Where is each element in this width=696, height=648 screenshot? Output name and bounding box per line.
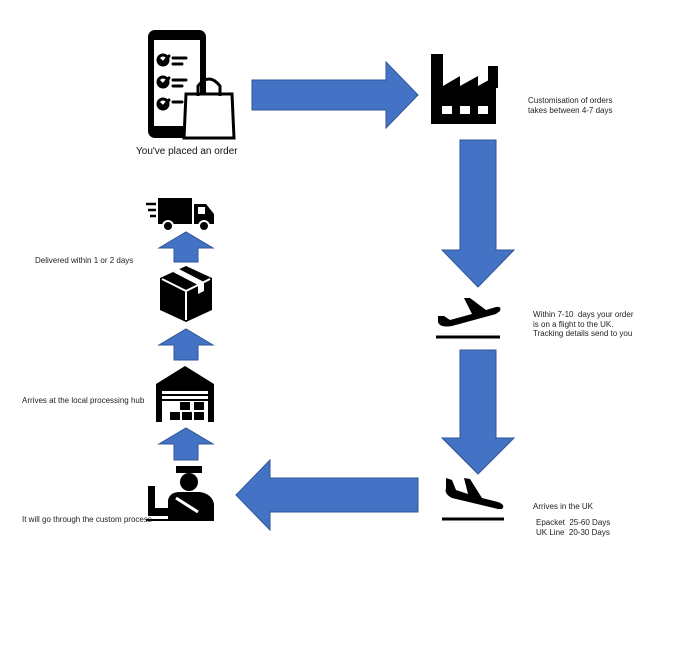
customs-label: It will go through the custom process <box>22 515 152 524</box>
package-box-icon <box>160 266 212 322</box>
arriving-sublabel: Epacket 25-60 Days UK Line 20-30 Days <box>536 518 611 537</box>
departing-label: Within 7-10 days your order is on a flig… <box>533 310 634 338</box>
plane-landing-icon <box>442 478 504 521</box>
arriving-label: Arrives in the UK <box>533 502 594 511</box>
factory-icon <box>431 54 498 124</box>
delivery-truck-icon <box>146 198 214 232</box>
plane-departing-icon <box>436 298 501 339</box>
phone-checklist-bag-icon <box>148 30 236 140</box>
box-label: Delivered within 1 or 2 days <box>35 256 134 265</box>
order-label: You've placed an order <box>136 146 238 157</box>
warehouse-icon <box>156 366 214 422</box>
factory-label: Customisation of orders takes between 4-… <box>528 96 613 115</box>
customs-officer-icon <box>146 466 214 521</box>
hub-label: Arrives at the local processing hub <box>22 396 145 405</box>
